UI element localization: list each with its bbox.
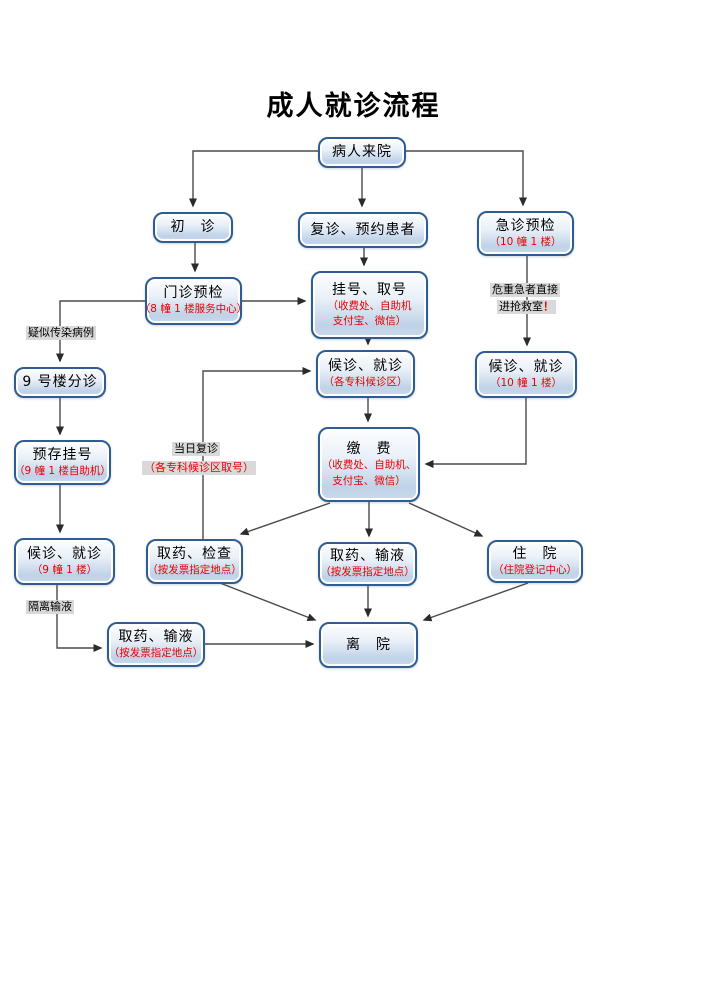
node-prestore-register: 预存挂号 （9 幢 1 楼自助机） [14, 440, 111, 485]
arrow-arrive-to-emergency [406, 150, 527, 207]
edge-label-critical-line1: 危重急者直接 [490, 283, 560, 297]
node-first-visit: 初 诊 [153, 212, 233, 243]
node-subtitle: （按发票指定地点） [108, 646, 204, 659]
node-waiting-mid: 候诊、就诊 （各专科候诊区） [316, 350, 415, 398]
node-subtitle: （住院登记中心） [493, 563, 577, 576]
arrow-arrive-to-first-visit [189, 150, 318, 208]
node-label: 住 院 [512, 545, 558, 562]
node-waiting-left: 候诊、就诊 （9 幢 1 楼） [14, 538, 115, 585]
node-subtitle: 支付宝、微信） [332, 315, 407, 328]
node-subtitle: （10 幢 1 楼） [489, 235, 562, 248]
node-arrive: 病人来院 [318, 137, 406, 168]
node-pay: 缴 费 （收费处、自助机、 支付宝、微信） [318, 427, 420, 502]
edge-label-suspected-infection: 疑似传染病例 [26, 326, 96, 340]
node-label: 取药、输液 [118, 628, 194, 645]
page-title: 成人就诊流程 [266, 91, 441, 122]
node-label: 挂号、取号 [332, 281, 407, 298]
arrow-pay-to-medicine-check [239, 502, 331, 536]
edge-label-same-day-line1: 当日复诊 [172, 442, 220, 456]
node-label: 取药、检查 [157, 545, 232, 562]
node-emergency-precheck: 急诊预检 （10 幢 1 楼） [477, 211, 574, 256]
arrow-hospitalize-to-leave [422, 582, 529, 622]
arrow-waiting-left-to-infusion-iso [56, 585, 103, 652]
node-label: 候诊、就诊 [328, 358, 403, 375]
node-leave: 离 院 [319, 622, 418, 668]
node-subtitle: （收费处、自助机、 [321, 459, 417, 472]
node-label: 候诊、就诊 [27, 545, 102, 562]
node-subtitle: 支付宝、微信） [332, 474, 406, 487]
node-label: 候诊、就诊 [488, 358, 564, 375]
node-hospitalize: 住 院 （住院登记中心） [487, 540, 583, 583]
node-subtitle: （收费处、自助机 [327, 299, 412, 312]
arrow-pay-to-hospitalize [408, 502, 484, 537]
arrow-precheck-to-triage9 [56, 300, 145, 363]
node-subtitle: （各专科候诊区） [323, 376, 408, 389]
edge-label-critical-line2: 进抢救室！ [497, 300, 556, 314]
node-label: 离 院 [346, 636, 391, 653]
node-label: 取药、输液 [330, 548, 405, 565]
node-triage-building9: 9 号楼分诊 [14, 367, 106, 398]
node-subtitle: （9 幢 1 楼自助机） [14, 464, 111, 477]
node-return-visit: 复诊、预约患者 [298, 212, 428, 248]
node-medicine-infusion-mid: 取药、输液 （按发票指定地点） [318, 542, 417, 586]
node-waiting-right: 候诊、就诊 （10 幢 1 楼） [475, 351, 577, 398]
node-subtitle: （按发票指定地点） [320, 566, 415, 579]
node-subtitle: （按发票指定地点） [147, 563, 242, 576]
node-label: 9 号楼分诊 [22, 374, 98, 391]
arrow-medicine-check-to-waiting-mid [202, 367, 312, 539]
node-label: 门诊预检 [163, 285, 224, 302]
node-medicine-check: 取药、检查 （按发票指定地点） [146, 539, 243, 584]
node-label: 急诊预检 [495, 217, 556, 234]
exclamation-mark: ！ [543, 300, 554, 313]
node-label: 病人来院 [332, 144, 392, 161]
node-label: 复诊、预约患者 [310, 221, 416, 238]
node-subtitle: （10 幢 1 楼） [489, 376, 563, 389]
edge-label-isolation-infusion: 隔离输液 [26, 600, 74, 614]
arrow-medicine-check-to-leave [219, 582, 317, 622]
node-subtitle: （9 幢 1 楼） [31, 563, 98, 576]
edge-label-same-day-line2: （各专科候诊区取号） [142, 461, 256, 475]
node-register: 挂号、取号 （收费处、自助机 支付宝、微信） [311, 271, 428, 339]
node-outpatient-precheck: 门诊预检 （8 幢 1 楼服务中心） [140, 277, 247, 325]
node-label: 预存挂号 [32, 446, 93, 463]
arrow-waiting-right-to-pay [424, 398, 527, 468]
node-subtitle: （8 幢 1 楼服务中心） [139, 303, 248, 316]
node-label: 初 诊 [170, 219, 216, 236]
node-label: 缴 费 [346, 441, 392, 458]
node-medicine-infusion-isolation: 取药、输液 （按发票指定地点） [107, 622, 205, 667]
